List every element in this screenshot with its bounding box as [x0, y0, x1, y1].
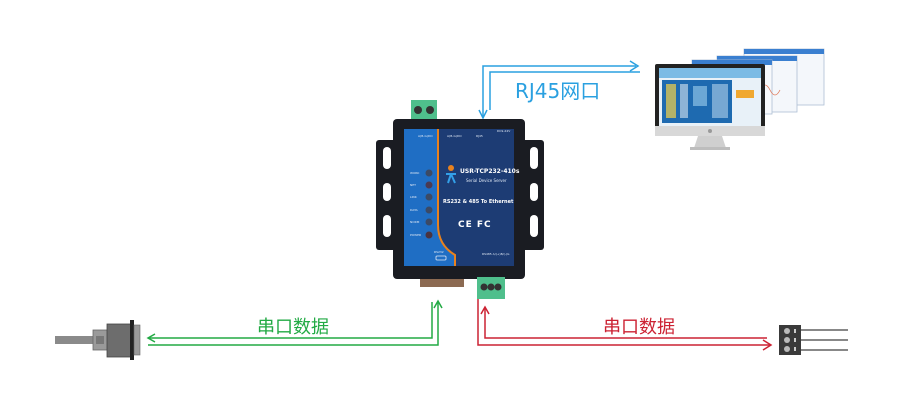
rs485-arrow-right-icon	[762, 339, 773, 351]
rs232-line-outer	[148, 302, 439, 346]
rj45-connection	[478, 60, 640, 120]
certification-marks: CE FC	[458, 220, 492, 230]
led-label-power: POWER	[410, 233, 422, 237]
led-label-link: LINK	[410, 195, 417, 199]
bottom-label-rs485: RS485 A/(+)B/(-)G	[482, 252, 510, 256]
led-label-net: NET	[410, 183, 416, 187]
rs485-connection	[477, 298, 773, 351]
rj45-line-inner	[489, 71, 640, 110]
rj45-label: RJ45网口	[515, 79, 601, 103]
rs232-connection	[146, 299, 443, 346]
rj45-arrow-right-icon	[629, 60, 640, 72]
led-label-data: DATA	[410, 208, 418, 212]
rs485-arrow-up-icon	[480, 305, 490, 315]
monitor-icon	[655, 48, 825, 150]
serial-device-server	[376, 100, 544, 299]
led-label-norm: NORM	[410, 220, 420, 224]
rj45-arrow-down-icon	[478, 109, 488, 120]
device-subtitle: Serial Device Server	[466, 178, 507, 183]
led-label-work: WORK	[410, 171, 420, 175]
rj45-line-outer	[482, 65, 636, 118]
top-label-rj45: RJ45	[476, 134, 483, 138]
device-model: USR-TCP232-410s	[460, 168, 520, 175]
top-label-power: DC9-24V	[497, 129, 511, 133]
device-description: RS232 & 485 To Ethernet	[443, 199, 514, 205]
rs232-label: 串口数据	[257, 317, 329, 338]
bottom-label-rs232: RS232	[434, 250, 444, 254]
rs485-label: 串口数据	[603, 317, 675, 338]
rs232-arrow-left-icon	[146, 333, 156, 343]
terminal-block-icon	[779, 325, 848, 355]
top-label-2: A(B-G)DO	[447, 134, 462, 138]
rs485-line-inner	[484, 308, 767, 339]
rs232-line-inner	[148, 302, 433, 339]
top-label-1: A(B-G)DO	[418, 134, 433, 138]
rs485-line-outer	[477, 298, 770, 346]
db9-connector-icon	[55, 320, 141, 360]
rs232-arrow-up-icon	[433, 299, 443, 309]
